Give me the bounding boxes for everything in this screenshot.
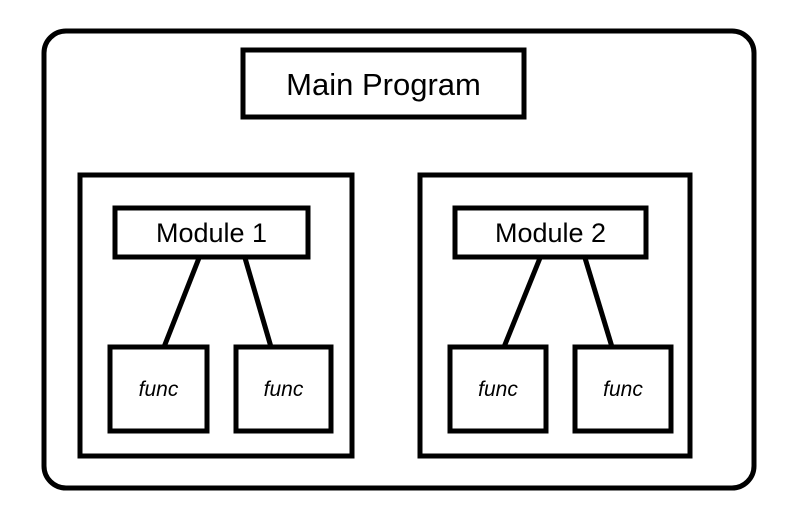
module-1-func-label-2: func [264,378,304,401]
module-2-func-node-1[interactable]: func [447,344,549,434]
module-1-func-box-2[interactable] [233,344,334,434]
module-1-func-node-2[interactable]: func [233,344,334,434]
module-2-func-node-2[interactable]: func [572,344,674,434]
module-2-header-box[interactable] [452,205,649,260]
module-1-func-label-1: func [139,378,179,401]
module-1-node[interactable]: Module 1 [112,205,311,260]
module-1-group: Module 1 func func [77,172,355,459]
module-2-func-label-2: func [603,378,643,401]
module-2-func-box-1[interactable] [447,344,549,434]
module-1-connector-right [242,257,274,348]
module-1-func-node-1[interactable]: func [107,344,210,434]
main-program-box[interactable] [240,47,527,120]
module-2-group: Module 2 func func [417,172,693,459]
module-1-connector-left [161,257,202,348]
module-2-func-box-2[interactable] [572,344,674,434]
module-2-connector-left [501,257,543,348]
module-1-func-box-1[interactable] [107,344,210,434]
module-2-label: Module 2 [495,218,606,248]
module-1-header-box[interactable] [112,205,311,260]
main-program-label: Main Program [286,67,481,102]
main-program-node[interactable]: Main Program [240,47,527,120]
module-2-connector-right [582,257,615,348]
module-1-label: Module 1 [156,218,267,248]
module-2-node[interactable]: Module 2 [452,205,649,260]
module-2-func-label-1: func [478,378,518,401]
